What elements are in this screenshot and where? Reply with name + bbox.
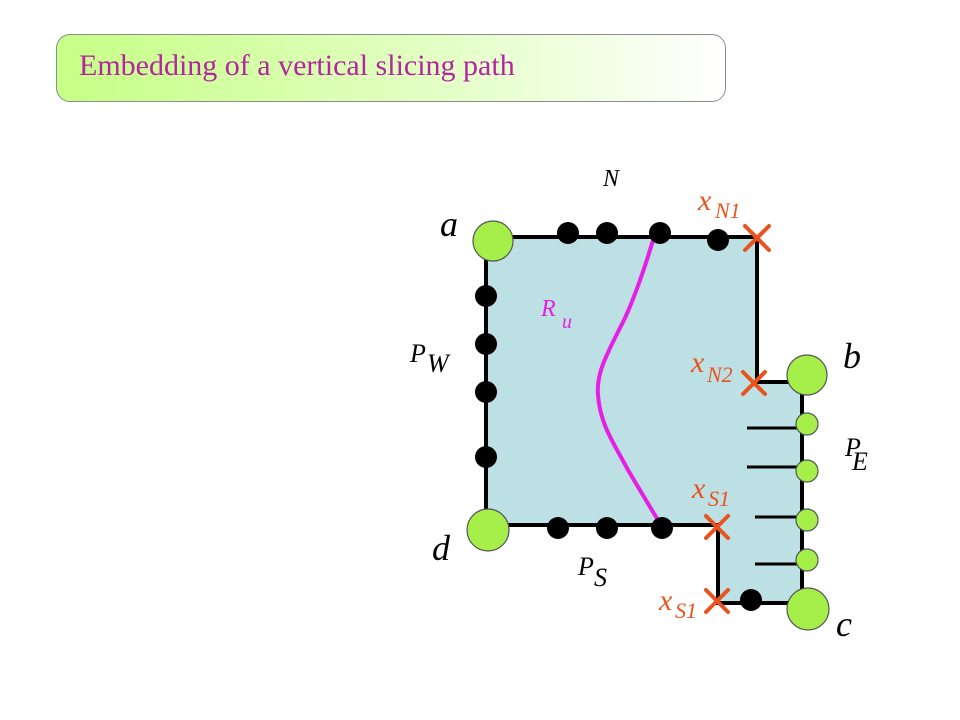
pin-south-1 [547, 517, 569, 539]
east-pin-2 [795, 459, 819, 483]
side-label-pw-sub: W [427, 349, 451, 378]
slide-title: Embedding of a vertical slicing path [79, 49, 515, 82]
pin-south-3 [651, 517, 673, 539]
corner-terminal-d [466, 508, 510, 552]
cut-label-xn1-sub: N1 [714, 198, 741, 223]
green-terminals [466, 220, 830, 631]
corner-label-d: d [432, 528, 451, 568]
cut-label-xs1-upper-sub: S1 [708, 486, 730, 511]
pin-north-2 [596, 222, 618, 244]
cut-label-xn2-main: x [690, 346, 705, 379]
corner-terminal-c [786, 587, 830, 631]
side-label-pe-sub: E [851, 447, 868, 476]
side-label-pw-main: P [409, 339, 426, 368]
pin-south-2 [596, 517, 618, 539]
black-pins [475, 222, 762, 611]
cut-label-xs1-lower-sub: S1 [675, 598, 697, 623]
pin-west-2 [475, 333, 497, 355]
east-pin-3 [795, 508, 819, 532]
pin-north-3 [649, 222, 671, 244]
cross-xs1-lower [704, 588, 730, 614]
east-side-stubs [747, 426, 802, 566]
cross-xn1 [743, 224, 771, 252]
side-label-n: N [602, 166, 621, 192]
pin-west-1 [475, 285, 497, 307]
corner-terminal-b [786, 354, 828, 396]
corner-label-c: c [836, 604, 852, 644]
cut-markers [704, 224, 771, 614]
pin-west-3 [475, 381, 497, 403]
path-label-u: u [562, 311, 572, 333]
pin-south-4 [740, 589, 762, 611]
cut-label-xs1-upper-main: x [691, 472, 706, 505]
pin-north-1 [557, 222, 579, 244]
east-pin-4 [795, 548, 819, 572]
title-banner: Embedding of a vertical slicing path [56, 34, 726, 102]
pin-west-4 [475, 446, 497, 468]
side-label-ps-sub: S [594, 563, 607, 592]
east-pin-1 [795, 412, 819, 436]
cross-xn2 [741, 370, 767, 396]
slicing-path-ru [595, 236, 664, 529]
side-label-ps-main: P [577, 552, 594, 581]
cut-label-xn1-main: x [697, 184, 712, 217]
path-label-r: R [540, 296, 556, 322]
side-label-pe-main: P [844, 433, 861, 462]
corner-label-a: a [440, 204, 458, 244]
corner-terminal-a [472, 220, 514, 262]
cut-label-xs1-lower-main: x [658, 584, 673, 617]
pin-north-4 [707, 229, 729, 251]
module-region [484, 235, 804, 605]
cut-label-xn2-sub: N2 [706, 362, 733, 387]
corner-label-b: b [843, 336, 861, 376]
cross-xs1-upper [704, 514, 730, 540]
